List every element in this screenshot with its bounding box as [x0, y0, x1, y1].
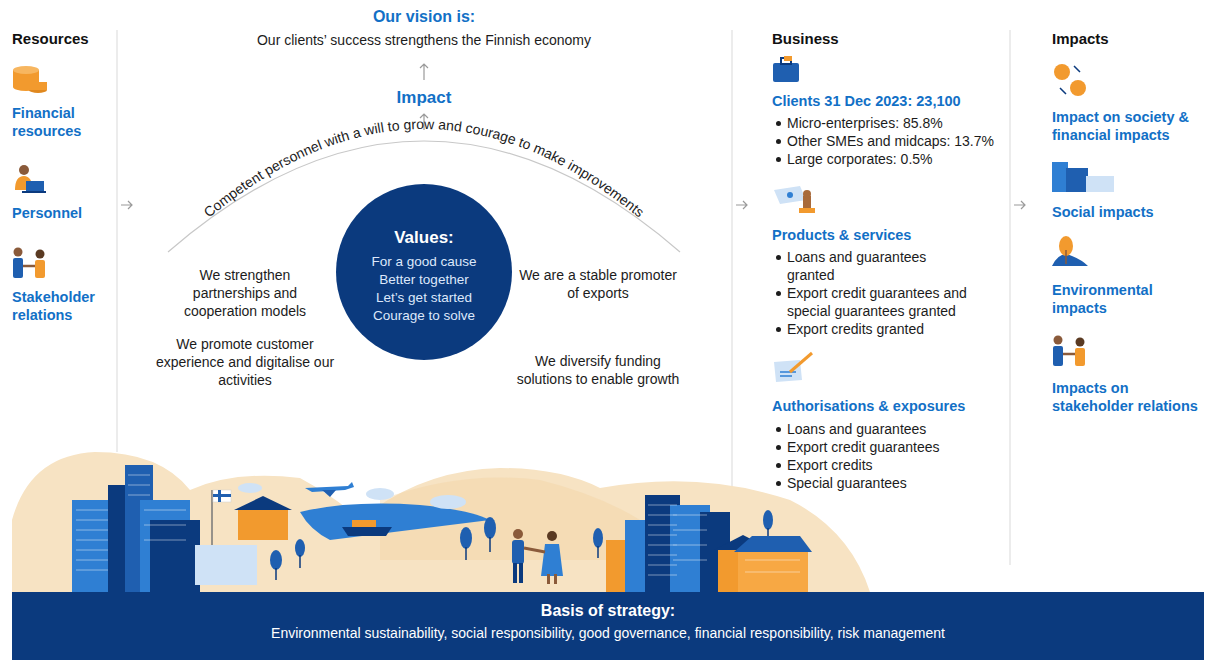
section-heading: Social impacts [1052, 203, 1212, 221]
value-item: Courage to solve [336, 308, 512, 323]
label-text: Business [772, 30, 972, 48]
bullet-item: Export credits [772, 456, 1002, 474]
label-text: We strengthen partnerships and cooperati… [160, 266, 330, 320]
bullet-dot [776, 121, 781, 126]
section-heading: Environmental impacts [1052, 281, 1182, 317]
bullet-item: Export credit guarantees and special gua… [772, 284, 1004, 320]
section-heading: Impact on society & financial impacts [1052, 108, 1212, 144]
band-heading: Basis of strategy: [12, 602, 1204, 620]
bullet-item: Loans and guarantees granted [772, 248, 942, 284]
band-text: Environmental sustainability, social res… [12, 625, 1204, 641]
section-heading: Clients 31 Dec 2023: 23,100 [772, 92, 1002, 110]
bullet-dot [776, 327, 781, 332]
section-heading: Personnel [12, 204, 112, 222]
section-heading: Impacts on stakeholder relations [1052, 379, 1212, 415]
bullet-item: Export credit guarantees [772, 438, 1002, 456]
bullet-dot [776, 291, 781, 296]
value-item: Let’s get started [336, 290, 512, 305]
label-text: We promote customer experience and digit… [150, 335, 340, 389]
bullet-dot [776, 463, 781, 468]
bullet-dot [776, 427, 781, 432]
strategy-band: Basis of strategy: Environmental sustaina… [12, 592, 1204, 660]
value-item: For a good cause [336, 254, 512, 269]
label-text: Our clients’ success strengthens the Fin… [194, 31, 654, 49]
label-text: Impact [324, 89, 524, 107]
bullet-item: Export credits granted [772, 320, 1002, 338]
bullet-dot [776, 255, 781, 260]
value-item: Better together [336, 272, 512, 287]
bullet-item: Other SMEs and midcaps: 13.7% [772, 132, 1008, 150]
label-text: Resources [12, 30, 112, 48]
section-heading: Products & services [772, 226, 1002, 244]
bullet-dot [776, 157, 781, 162]
label-text: Impacts [1052, 30, 1202, 48]
values-circle: Values: For a good causeBetter togetherLe… [336, 184, 512, 360]
label-text: We are a stable promoter of exports [513, 266, 683, 302]
section-heading: Authorisations & exposures [772, 397, 1002, 415]
bullet-dot [776, 481, 781, 486]
bullet-dot [776, 139, 781, 144]
label-text: Our vision is: [224, 8, 624, 26]
bullet-dot [776, 445, 781, 450]
bullet-item: Special guarantees [772, 474, 1002, 492]
section-heading: Stakeholder relations [12, 288, 114, 324]
bullet-item: Loans and guarantees [772, 420, 1002, 438]
bullet-item: Micro-enterprises: 85.8% [772, 114, 1002, 132]
values-heading: Values: [336, 228, 512, 248]
label-text: We diversify funding solutions to enable… [513, 352, 683, 388]
section-heading: Financial resources [12, 104, 112, 140]
bullet-item: Large corporates: 0.5% [772, 150, 1002, 168]
